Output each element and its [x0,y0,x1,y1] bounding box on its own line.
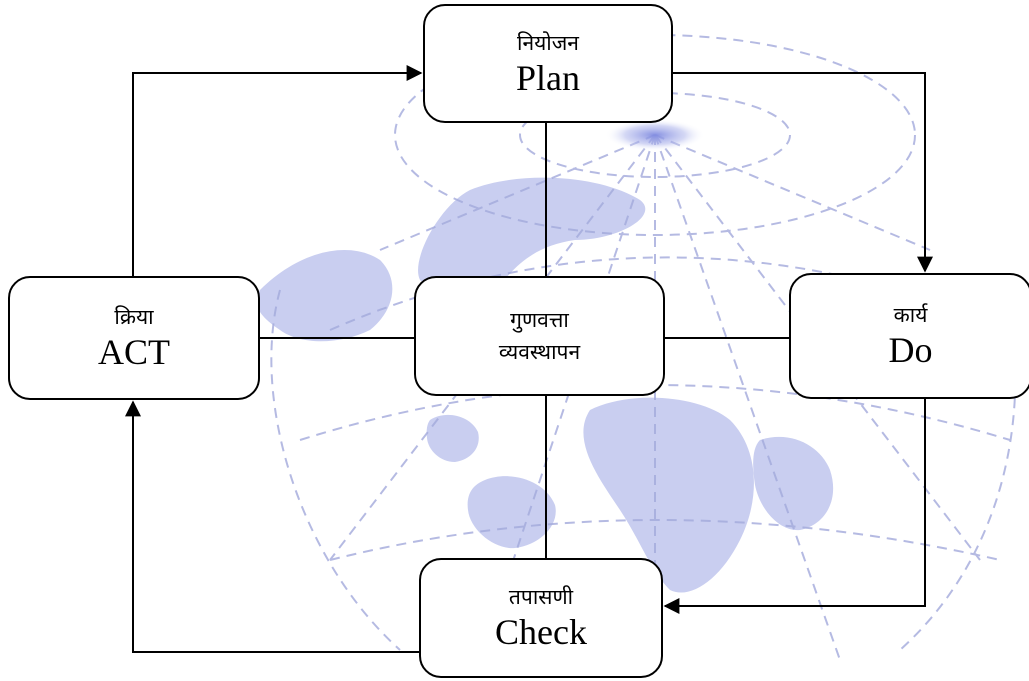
do-hindi-label: कार्य [893,303,928,327]
quality-management-box: गुणवत्ता व्यवस्थापन [414,276,665,396]
globe-pole-glow [605,119,705,151]
act-english-label: ACT [98,332,170,372]
act-hindi-label: क्रिया [114,305,154,329]
center-label-line2: व्यवस्थापन [498,340,581,364]
plan-hindi-label: नियोजन [517,30,579,55]
check-english-label: Check [495,612,587,652]
check-box: तपासणी Check [419,558,663,678]
do-box: कार्य Do [789,273,1029,399]
arrow-act-to-plan [132,65,423,276]
act-box: क्रिया ACT [8,276,260,400]
arrow-do-to-check [663,399,926,614]
center-label-line1: गुणवत्ता [510,308,569,332]
do-english-label: Do [888,330,933,370]
arrow-plan-to-do [673,72,933,273]
plan-english-label: Plan [515,57,580,98]
plan-box: नियोजन Plan [423,4,673,123]
arrow-check-to-act [125,400,419,653]
check-hindi-label: तपासणी [508,585,574,609]
